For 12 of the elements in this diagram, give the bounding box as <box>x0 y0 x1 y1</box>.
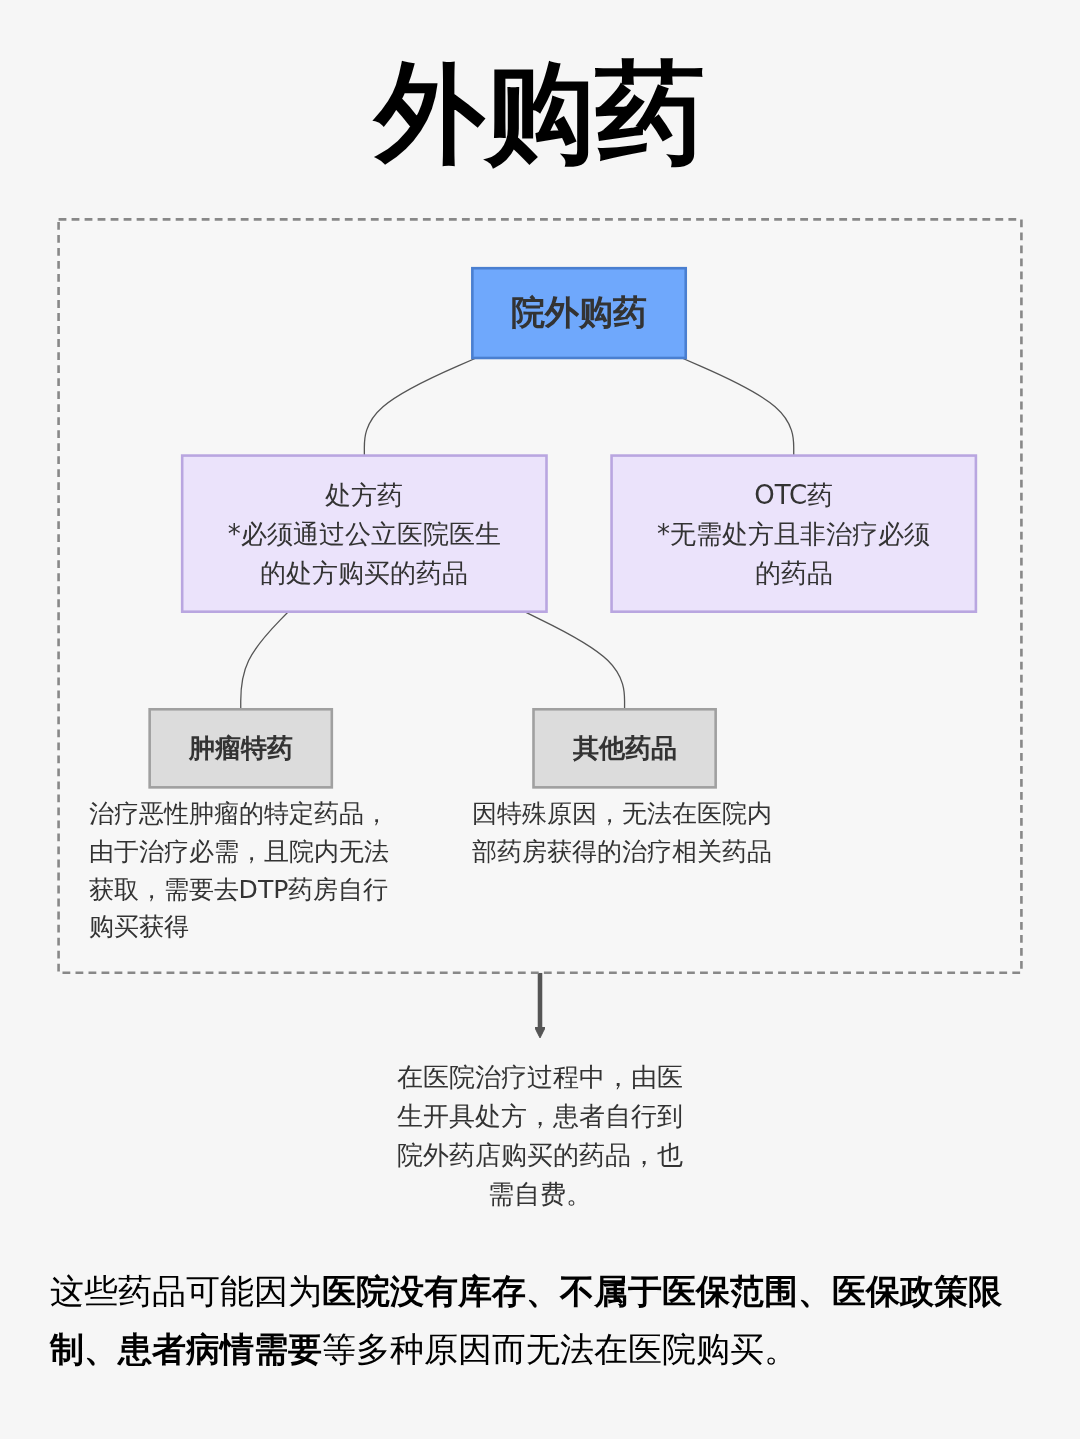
node-box: 其他药品 <box>532 708 717 789</box>
arrow <box>534 972 546 1039</box>
node-box: OTC药 *无需处方且非治疗必须的药品 <box>610 454 978 613</box>
cluster <box>57 218 1023 975</box>
node-text: 在医院治疗过程中，由医生开具处方，患者自行到院外药店购买的药品，也需自费。 <box>396 1061 684 1210</box>
node-box: 肿瘤特药 <box>148 708 334 789</box>
description-text: 治疗恶性肿瘤的特定药品，由于治疗必需，且院内无法获取，需要去DTP药房自行购买获得 <box>88 798 390 944</box>
node-box: 处方药 *必须通过公立医院医生的处方购买的药品 <box>180 454 548 613</box>
node-box: 院外购药 <box>471 266 688 360</box>
connector <box>240 611 289 710</box>
description-text: 因特殊原因，无法在医院内部药房获得的治疗相关药品 <box>472 798 774 868</box>
note-text: 这些药品可能因为医院没有库存、不属于医保范围、医保政策限制、患者病情需要等多种原因而无法在医院购买。 <box>50 1270 1003 1372</box>
